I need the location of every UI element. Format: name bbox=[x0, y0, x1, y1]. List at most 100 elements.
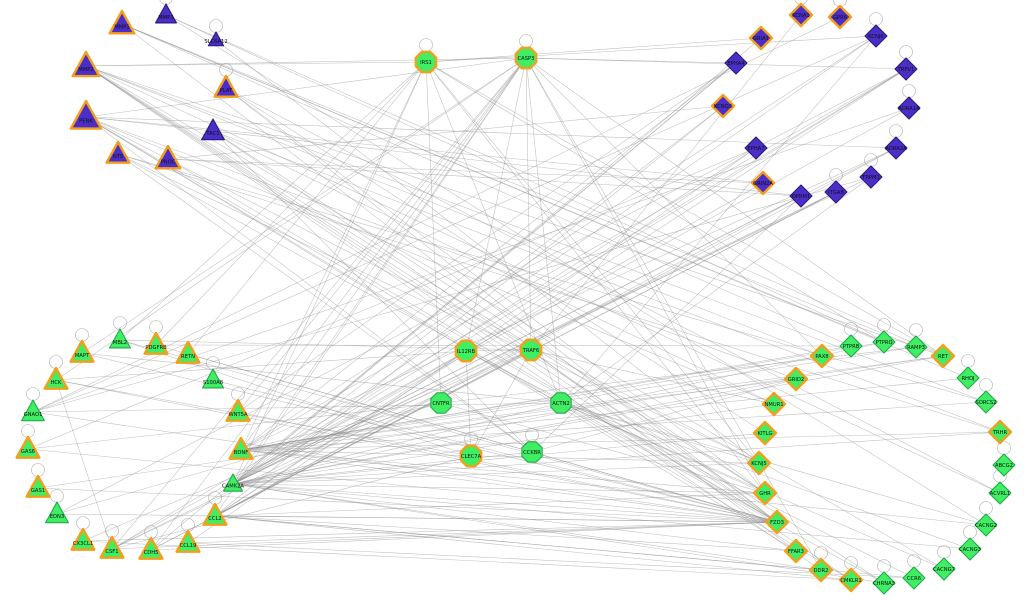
edge-TRAF6-KCNA1 bbox=[530, 14, 802, 351]
edge-CAMK2A-CASP3 bbox=[232, 57, 527, 485]
edge-CAMK2A-EPHA7 bbox=[232, 147, 757, 485]
node-CNTFR[interactable]: CNTFR bbox=[430, 392, 452, 414]
node-S100A8[interactable]: S100A8 bbox=[202, 368, 224, 389]
edge-ACTN2-CACNG2 bbox=[560, 402, 987, 526]
triangle-shape-CDH5 bbox=[138, 536, 164, 560]
edge-PENK-FFAR3 bbox=[85, 116, 797, 552]
node-CACNG7[interactable]: CACNG7 bbox=[932, 557, 956, 581]
node-TRAF6[interactable]: TRAF6 bbox=[519, 338, 543, 362]
node-FZD3[interactable]: FZD3 bbox=[764, 509, 790, 535]
node-EDN3[interactable]: EDN3 bbox=[45, 501, 69, 524]
edge-MMP1-RAMP3 bbox=[121, 23, 917, 348]
node-ACVRL1[interactable]: ACVRL1 bbox=[988, 481, 1012, 505]
diamond-shape-KCNJ5 bbox=[746, 450, 772, 476]
triangle-shape-CX3CL1 bbox=[70, 527, 96, 551]
node-GRID2[interactable]: GRID2 bbox=[783, 366, 809, 392]
node-KCNQ3[interactable]: KCNQ3 bbox=[710, 93, 736, 119]
node-CCL19[interactable]: CCL19 bbox=[175, 529, 201, 553]
node-KCNA1[interactable]: KCNA1 bbox=[788, 2, 814, 28]
node-GAS1[interactable]: GAS1 bbox=[25, 474, 51, 498]
self-loop-ITGA8 bbox=[829, 168, 843, 182]
node-GRIA1[interactable]: GRIA1 bbox=[748, 25, 774, 51]
edge-GAS1-RET bbox=[37, 355, 944, 489]
edge-BDNF-CACNG2 bbox=[240, 449, 987, 526]
edge-TRAF6-CX3CL1 bbox=[82, 349, 532, 542]
node-CACNG2[interactable]: CACNG2 bbox=[974, 513, 998, 537]
node-SORCS2[interactable]: SORCS2 bbox=[974, 390, 998, 414]
node-NTS[interactable]: NTS bbox=[105, 140, 131, 164]
node-ADRA1A[interactable]: ADRA1A bbox=[897, 96, 921, 120]
node-PLAT[interactable]: PLAT bbox=[213, 74, 239, 98]
diamond-shape-RAMP3 bbox=[904, 335, 928, 359]
edge-CCL19-CCR6 bbox=[187, 542, 915, 579]
node-CCKBR[interactable]: CCKBR bbox=[521, 441, 543, 463]
node-CX3CL1[interactable]: CX3CL1 bbox=[70, 527, 96, 551]
node-HCK[interactable]: HCK bbox=[43, 366, 69, 390]
node-GNAO1[interactable]: GNAO1 bbox=[21, 399, 45, 422]
edge-CASP3-MMP2 bbox=[85, 57, 527, 67]
node-CACNG3[interactable]: CACNG3 bbox=[958, 537, 982, 561]
node-MBL2[interactable]: MBL2 bbox=[109, 328, 131, 349]
edge-CAMK2A-ACTN2 bbox=[232, 402, 562, 485]
node-CCR6[interactable]: CCR6 bbox=[902, 566, 926, 590]
node-ABCG2[interactable]: ABCG2 bbox=[992, 453, 1016, 477]
edge-BDNF-ADRA2A bbox=[240, 147, 897, 451]
node-KITLG[interactable]: KITLG bbox=[752, 420, 778, 446]
self-loop-TRPM1 bbox=[864, 153, 878, 167]
node-KCNJ6[interactable]: KCNJ6 bbox=[864, 24, 888, 48]
edge-IRS1-MBL2 bbox=[119, 61, 427, 341]
node-IRS1[interactable]: IRS1 bbox=[414, 50, 438, 74]
triangle-shape-CCL2 bbox=[202, 502, 228, 526]
triangle-shape-SLC6A12 bbox=[207, 31, 225, 47]
node-MMP3[interactable]: MMP3 bbox=[155, 3, 177, 24]
edge-FZD3-MAPT bbox=[81, 352, 778, 523]
edge-FZD3-PNOC bbox=[167, 158, 778, 523]
edge-CCL2-TRPV1 bbox=[214, 68, 907, 517]
edge-BDNF-CASP3 bbox=[240, 57, 527, 451]
node-CCL2[interactable]: CCL2 bbox=[202, 502, 228, 526]
node-EPHA4[interactable]: EPHA4 bbox=[724, 51, 748, 75]
node-IL12RB[interactable]: IL12RB bbox=[454, 339, 478, 363]
edge-CASP3-TRAF6 bbox=[525, 57, 532, 351]
node-RAMP3[interactable]: RAMP3 bbox=[904, 335, 928, 359]
edge-CAMK2A-CHRNA3 bbox=[232, 483, 885, 584]
node-PENK[interactable]: PENK bbox=[69, 99, 103, 130]
edge-FZD3-EDN3 bbox=[56, 513, 778, 523]
diamond-shape-CACNG3 bbox=[958, 537, 982, 561]
node-CLEC7A[interactable]: CLEC7A bbox=[459, 444, 483, 468]
edge-EPHA7-GAS6 bbox=[27, 147, 757, 450]
edge-CCKBR-PENK bbox=[85, 116, 533, 453]
edge-FZD3-S100A8 bbox=[212, 379, 778, 523]
node-MMP1[interactable]: MMP1 bbox=[108, 9, 136, 35]
edge-MMP2-CHRNA3 bbox=[85, 65, 885, 584]
node-WNT5A[interactable]: WNT5A bbox=[225, 398, 251, 422]
node-TRPM1[interactable]: TRPM1 bbox=[859, 165, 883, 189]
node-GPR6[interactable]: GPR6 bbox=[827, 4, 853, 30]
triangle-shape-GAS6 bbox=[15, 435, 41, 459]
node-CASP3[interactable]: CASP3 bbox=[514, 46, 538, 70]
node-RHOJ[interactable]: RHOJ bbox=[956, 366, 980, 390]
self-loop-CACNG2 bbox=[979, 501, 993, 515]
triangle-shape-RETN bbox=[175, 340, 201, 364]
edge-CCL2-OPRM1 bbox=[214, 195, 802, 517]
node-RET[interactable]: RET bbox=[930, 343, 956, 369]
node-FFAR3[interactable]: FFAR3 bbox=[783, 538, 809, 564]
node-TRHR[interactable]: TRHR bbox=[987, 419, 1013, 445]
node-MAPT[interactable]: MAPT bbox=[69, 339, 95, 363]
edge-ACTN2-MAPT bbox=[81, 352, 562, 404]
diamond-shape-TRPM1 bbox=[859, 165, 883, 189]
node-ACTN2[interactable]: ACTN2 bbox=[550, 392, 572, 414]
node-PDGFRB[interactable]: PDGFRB bbox=[143, 331, 169, 355]
node-GAS6[interactable]: GAS6 bbox=[15, 435, 41, 459]
edge-TRAF6-NMUR1 bbox=[530, 349, 775, 405]
node-CHRNA3[interactable]: CHRNA3 bbox=[872, 571, 896, 595]
node-CMKLR1[interactable]: CMKLR1 bbox=[838, 567, 864, 593]
node-PNOC[interactable]: PNOC bbox=[154, 144, 182, 170]
node-MMP2[interactable]: MMP2 bbox=[71, 50, 101, 78]
node-ADRA2A[interactable]: ADRA2A bbox=[884, 136, 908, 160]
edge-IRS1-GRIA1 bbox=[425, 37, 762, 63]
node-TRPV1[interactable]: TRPV1 bbox=[894, 57, 918, 81]
node-EPHA7[interactable]: EPHA7 bbox=[744, 136, 768, 160]
edge-CAMK2A-CACNG3 bbox=[232, 483, 971, 550]
edge-ITGA8-CDH5 bbox=[150, 191, 837, 551]
